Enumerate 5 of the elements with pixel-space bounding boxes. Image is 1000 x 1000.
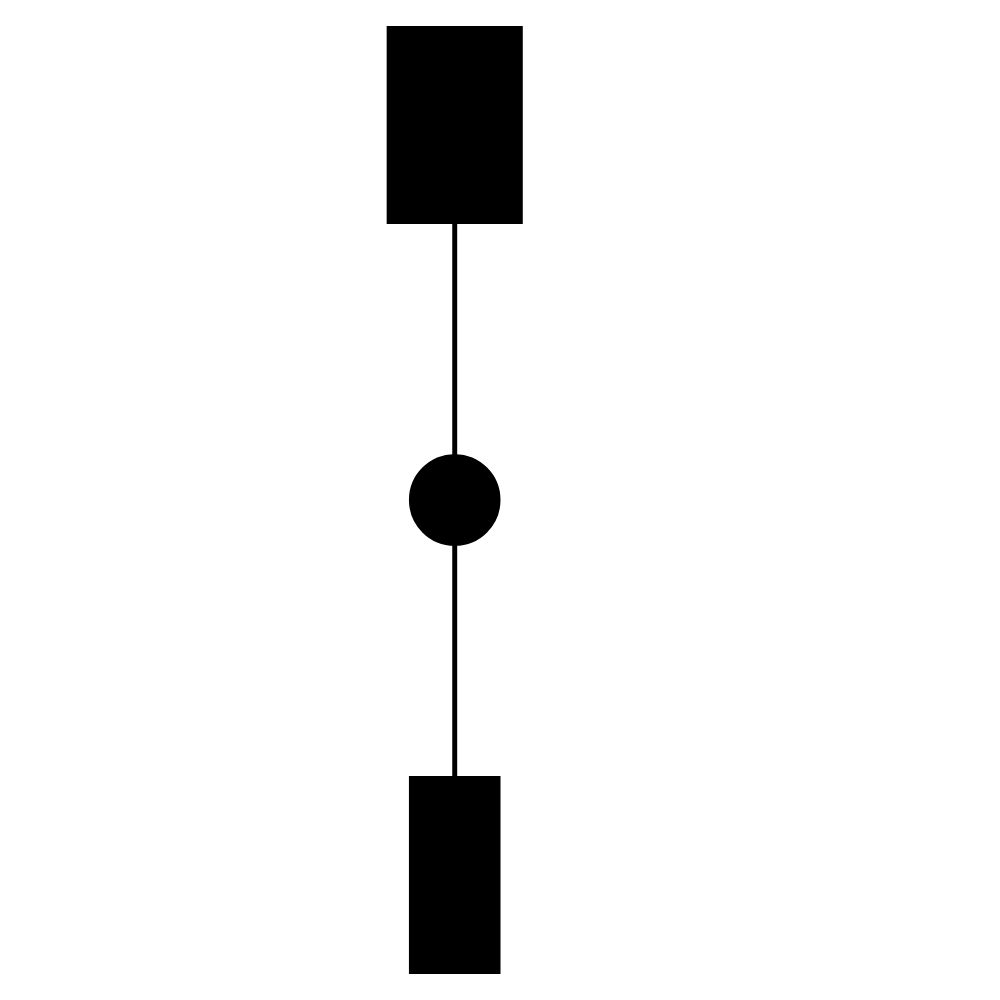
connector [452, 544, 458, 777]
node-circle [408, 454, 501, 546]
connector [452, 223, 458, 456]
node-box [408, 775, 501, 974]
node-box [386, 26, 523, 225]
